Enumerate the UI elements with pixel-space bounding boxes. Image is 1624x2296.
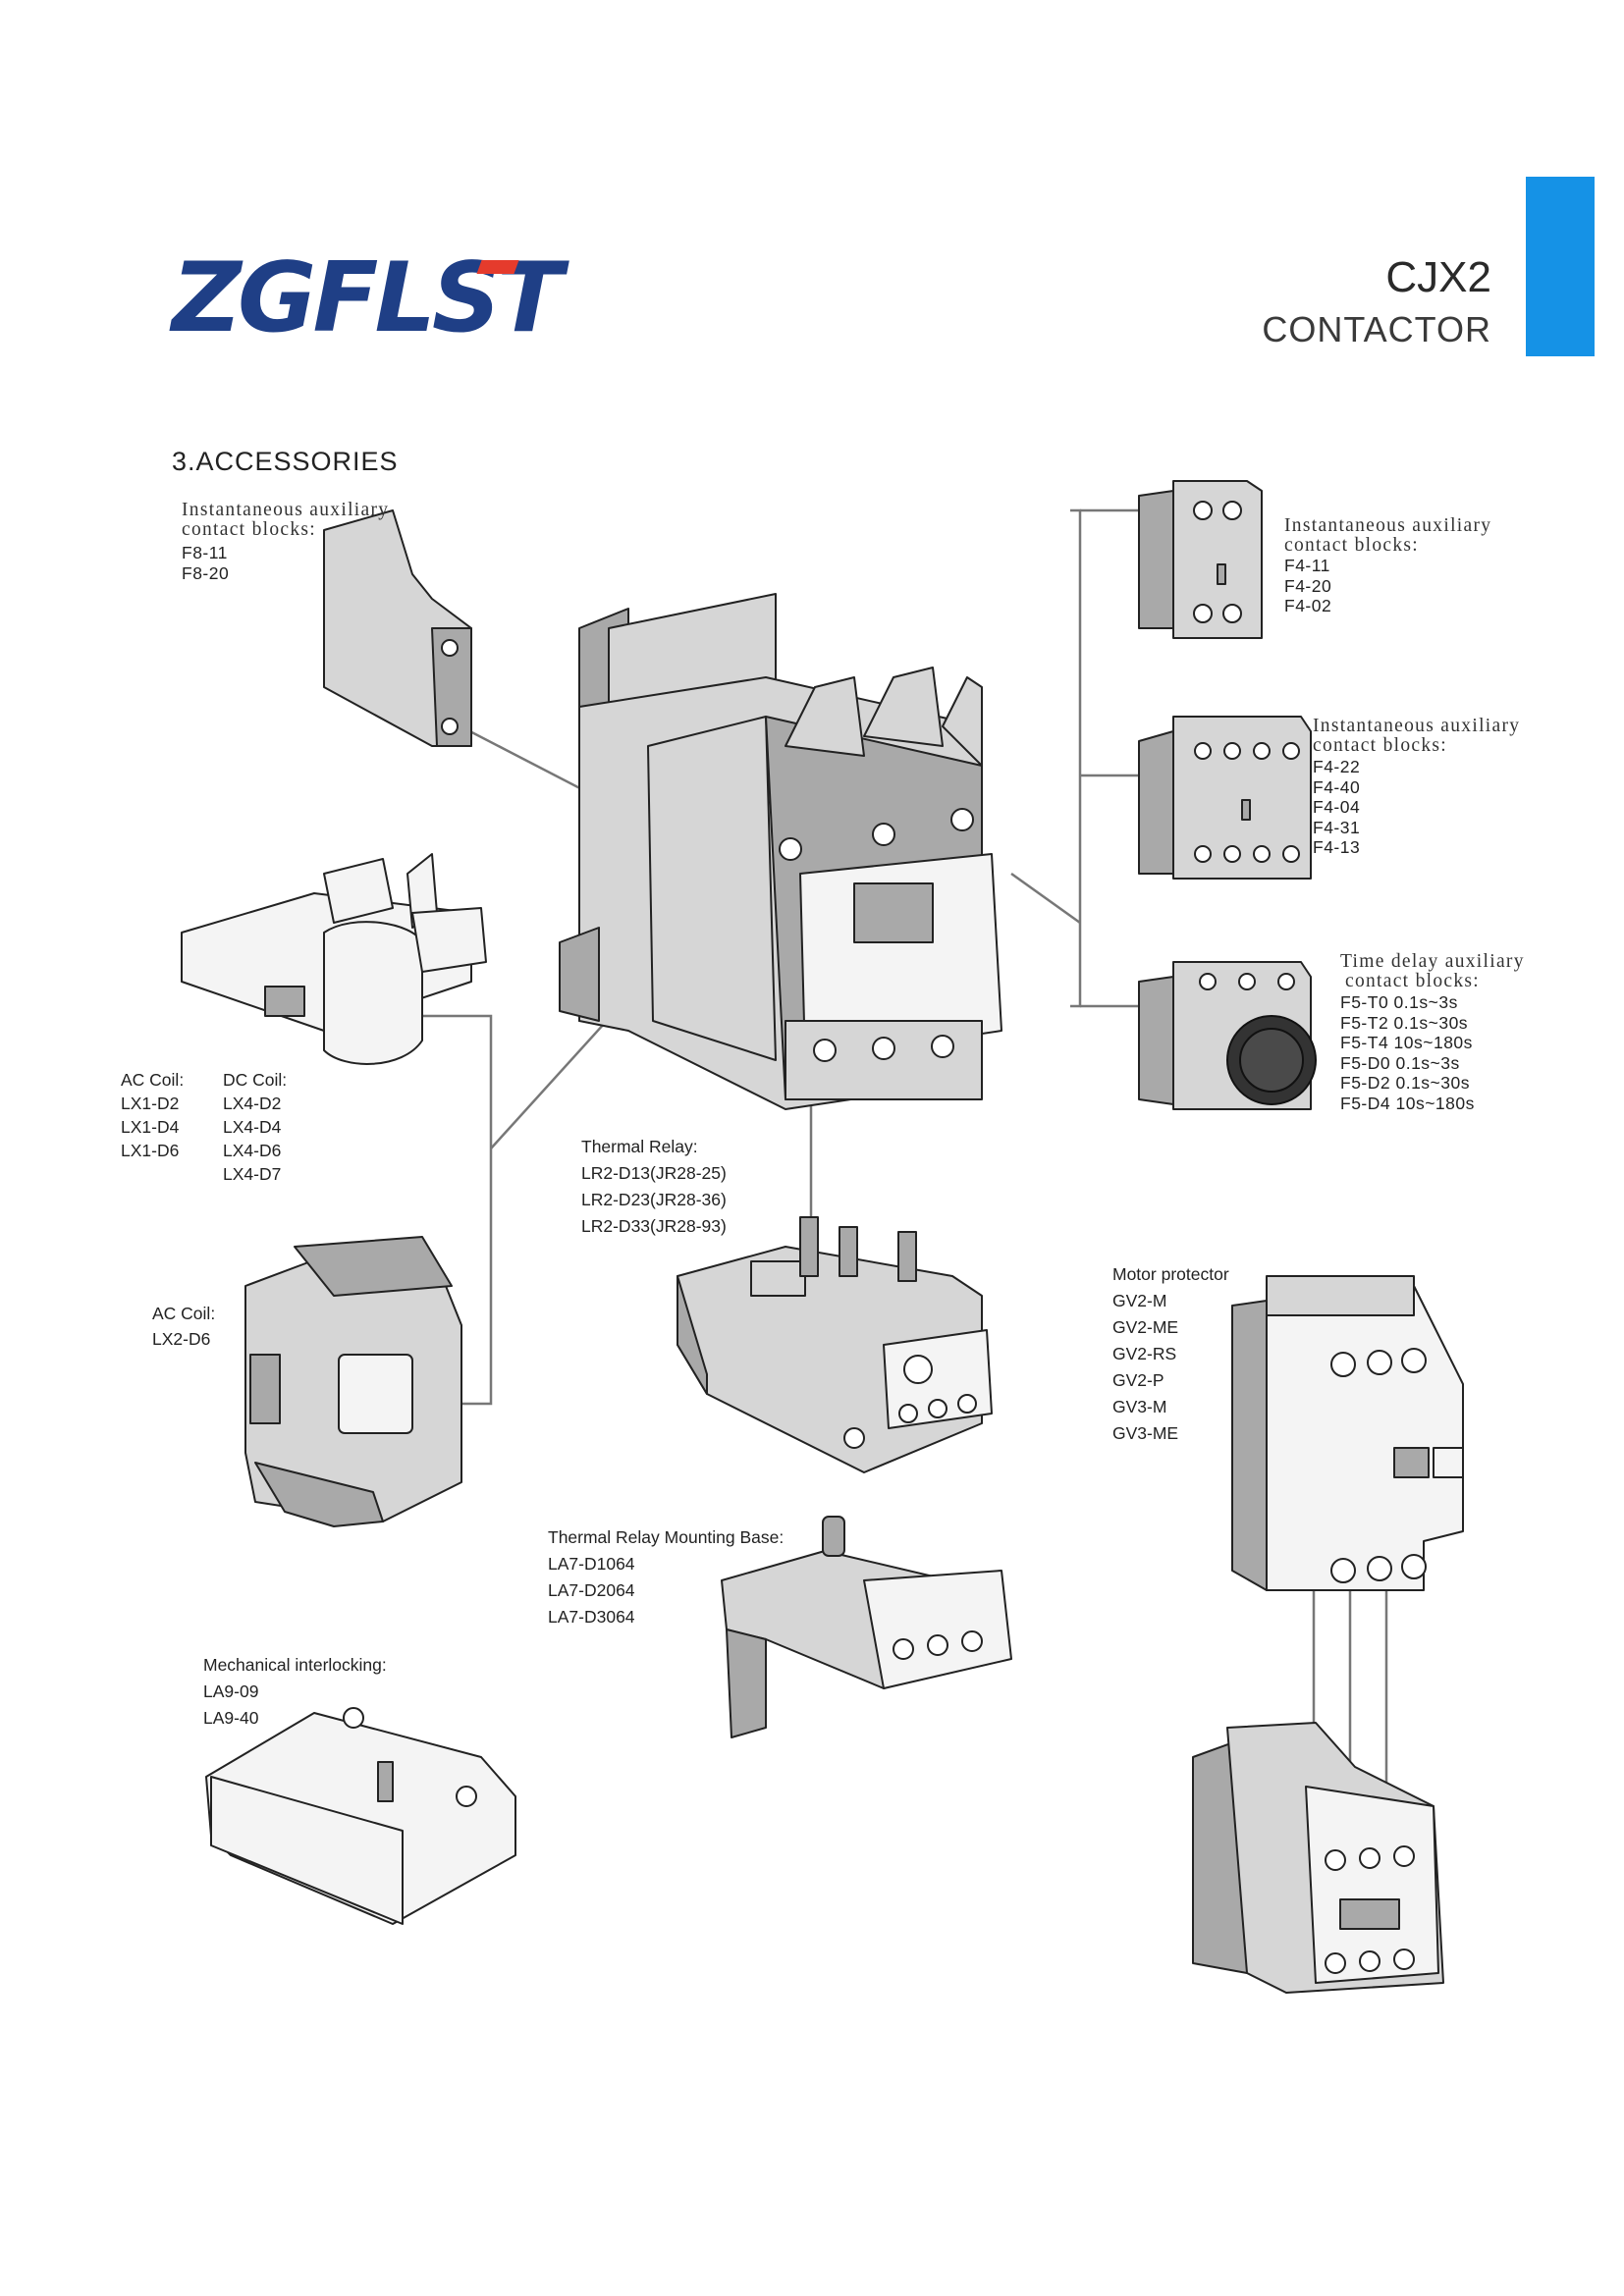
product-type: CONTACTOR: [1262, 309, 1491, 349]
code-item: F5-T2 0.1s~30s: [1340, 1012, 1469, 1033]
code-item: LX4-D2: [223, 1094, 282, 1113]
f4-aux-a-caption: Instantaneous auxiliary contact blocks:: [1284, 516, 1491, 556]
code-item: F4-22: [1313, 757, 1361, 776]
caption-line: contact blocks:: [1284, 535, 1420, 556]
motor-protector-list: Motor protector GV2-M GV2-ME GV2-RS GV2-…: [1112, 1261, 1229, 1447]
list-heading: Mechanical interlocking:: [203, 1655, 387, 1675]
code-item: LR2-D23(JR28-36): [581, 1190, 727, 1209]
code-item: F5-T0 0.1s~3s: [1340, 992, 1458, 1012]
list-heading: AC Coil:: [152, 1304, 216, 1323]
code-item: F5-D2 0.1s~30s: [1340, 1073, 1470, 1093]
caption-line: Instantaneous auxiliary: [1284, 515, 1492, 536]
main-contactor-illustration: [559, 593, 1002, 1110]
code-item: F4-31: [1313, 817, 1361, 837]
f5-time-delay-illustration: [1138, 961, 1317, 1110]
code-item: GV3-M: [1112, 1397, 1167, 1416]
code-item: LX4-D6: [223, 1141, 282, 1160]
motor-protector-illustration: [1231, 1275, 1464, 1591]
coil-illustration: [181, 853, 487, 1065]
f8-aux-block-illustration: [323, 509, 472, 747]
code-item: F4-20: [1284, 575, 1332, 596]
code-item: LX2-D6: [152, 1329, 211, 1349]
code-item: LX1-D2: [121, 1094, 180, 1113]
mounting-base-illustration: [721, 1516, 1012, 1738]
code-item: F8-20: [182, 562, 230, 583]
code-item: F4-11: [1284, 556, 1330, 575]
mounting-base-list: Thermal Relay Mounting Base: LA7-D1064 L…: [548, 1524, 784, 1630]
time-delay-caption: Time delay auxiliary contact blocks:: [1340, 952, 1525, 991]
caption-line: Instantaneous auxiliary: [182, 500, 390, 520]
code-item: F5-D0 0.1s~3s: [1340, 1052, 1460, 1073]
caption-line: Time delay auxiliary: [1340, 951, 1525, 972]
list-heading: Thermal Relay:: [581, 1137, 698, 1156]
thermal-relay-list: Thermal Relay: LR2-D13(JR28-25) LR2-D23(…: [581, 1134, 727, 1240]
list-heading: DC Coil:: [223, 1070, 288, 1090]
lx2-coil-illustration: [244, 1236, 462, 1527]
code-item: LR2-D33(JR28-93): [581, 1216, 727, 1236]
caption-line: contact blocks:: [1345, 971, 1481, 991]
caption-line: contact blocks:: [1313, 735, 1448, 756]
ac-coil-list: AC Coil: LX1-D2 LX1-D4 LX1-D6: [121, 1068, 184, 1162]
code-item: GV2-P: [1112, 1370, 1164, 1390]
caption-line: Instantaneous auxiliary: [1313, 716, 1521, 736]
code-item: LX1-D6: [121, 1141, 180, 1160]
section-title: 3.ACCESSORIES: [172, 447, 399, 476]
code-item: F5-T4 10s~180s: [1340, 1033, 1473, 1052]
interlock-list: Mechanical interlocking: LA9-09 LA9-40: [203, 1652, 387, 1732]
code-item: F4-02: [1284, 596, 1332, 615]
code-item: LX4-D4: [223, 1117, 282, 1137]
code-item: LA7-D3064: [548, 1607, 635, 1627]
interlock-illustration: [205, 1707, 516, 1925]
code-item: LA7-D1064: [548, 1554, 635, 1574]
code-item: LR2-D13(JR28-25): [581, 1163, 727, 1183]
ac-coil-2-list: AC Coil: LX2-D6: [152, 1301, 215, 1352]
small-contactor-illustration: [1192, 1722, 1444, 1994]
thermal-relay-illustration: [677, 1216, 993, 1473]
code-item: GV2-M: [1112, 1291, 1167, 1310]
product-model: CJX2: [1385, 253, 1491, 301]
code-item: F4-13: [1313, 837, 1361, 857]
code-item: LA7-D2064: [548, 1580, 635, 1600]
code-item: F4-40: [1313, 776, 1361, 797]
blue-side-tab: [1526, 177, 1595, 356]
f4-2pole-illustration: [1138, 480, 1263, 639]
f4-aux-a-codes: F4-11 F4-20 F4-02: [1284, 556, 1331, 616]
code-item: F8-11: [182, 543, 228, 562]
code-item: GV2-RS: [1112, 1344, 1177, 1363]
code-item: F4-04: [1313, 797, 1361, 817]
list-heading: AC Coil:: [121, 1070, 185, 1090]
dc-coil-list: DC Coil: LX4-D2 LX4-D4 LX4-D6 LX4-D7: [223, 1068, 287, 1186]
code-item: F5-D4 10s~180s: [1340, 1093, 1475, 1113]
f4-aux-b-codes: F4-22 F4-40 F4-04 F4-31 F4-13: [1313, 757, 1360, 858]
list-heading: Motor protector: [1112, 1264, 1229, 1284]
caption-line: contact blocks:: [182, 519, 317, 540]
code-item: LX4-D7: [223, 1164, 282, 1184]
f8-aux-caption: Instantaneous auxiliary contact blocks:: [182, 501, 389, 540]
time-delay-codes: F5-T0 0.1s~3s F5-T2 0.1s~30s F5-T4 10s~1…: [1340, 992, 1475, 1113]
f8-aux-codes: F8-11 F8-20: [182, 543, 229, 583]
code-item: GV3-ME: [1112, 1423, 1179, 1443]
code-item: LX1-D4: [121, 1117, 180, 1137]
code-item: LA9-40: [203, 1708, 259, 1728]
f4-aux-b-caption: Instantaneous auxiliary contact blocks:: [1313, 717, 1520, 756]
list-heading: Thermal Relay Mounting Base:: [548, 1527, 785, 1547]
code-item: LA9-09: [203, 1682, 259, 1701]
code-item: GV2-ME: [1112, 1317, 1179, 1337]
f4-4pole-illustration: [1138, 716, 1312, 880]
